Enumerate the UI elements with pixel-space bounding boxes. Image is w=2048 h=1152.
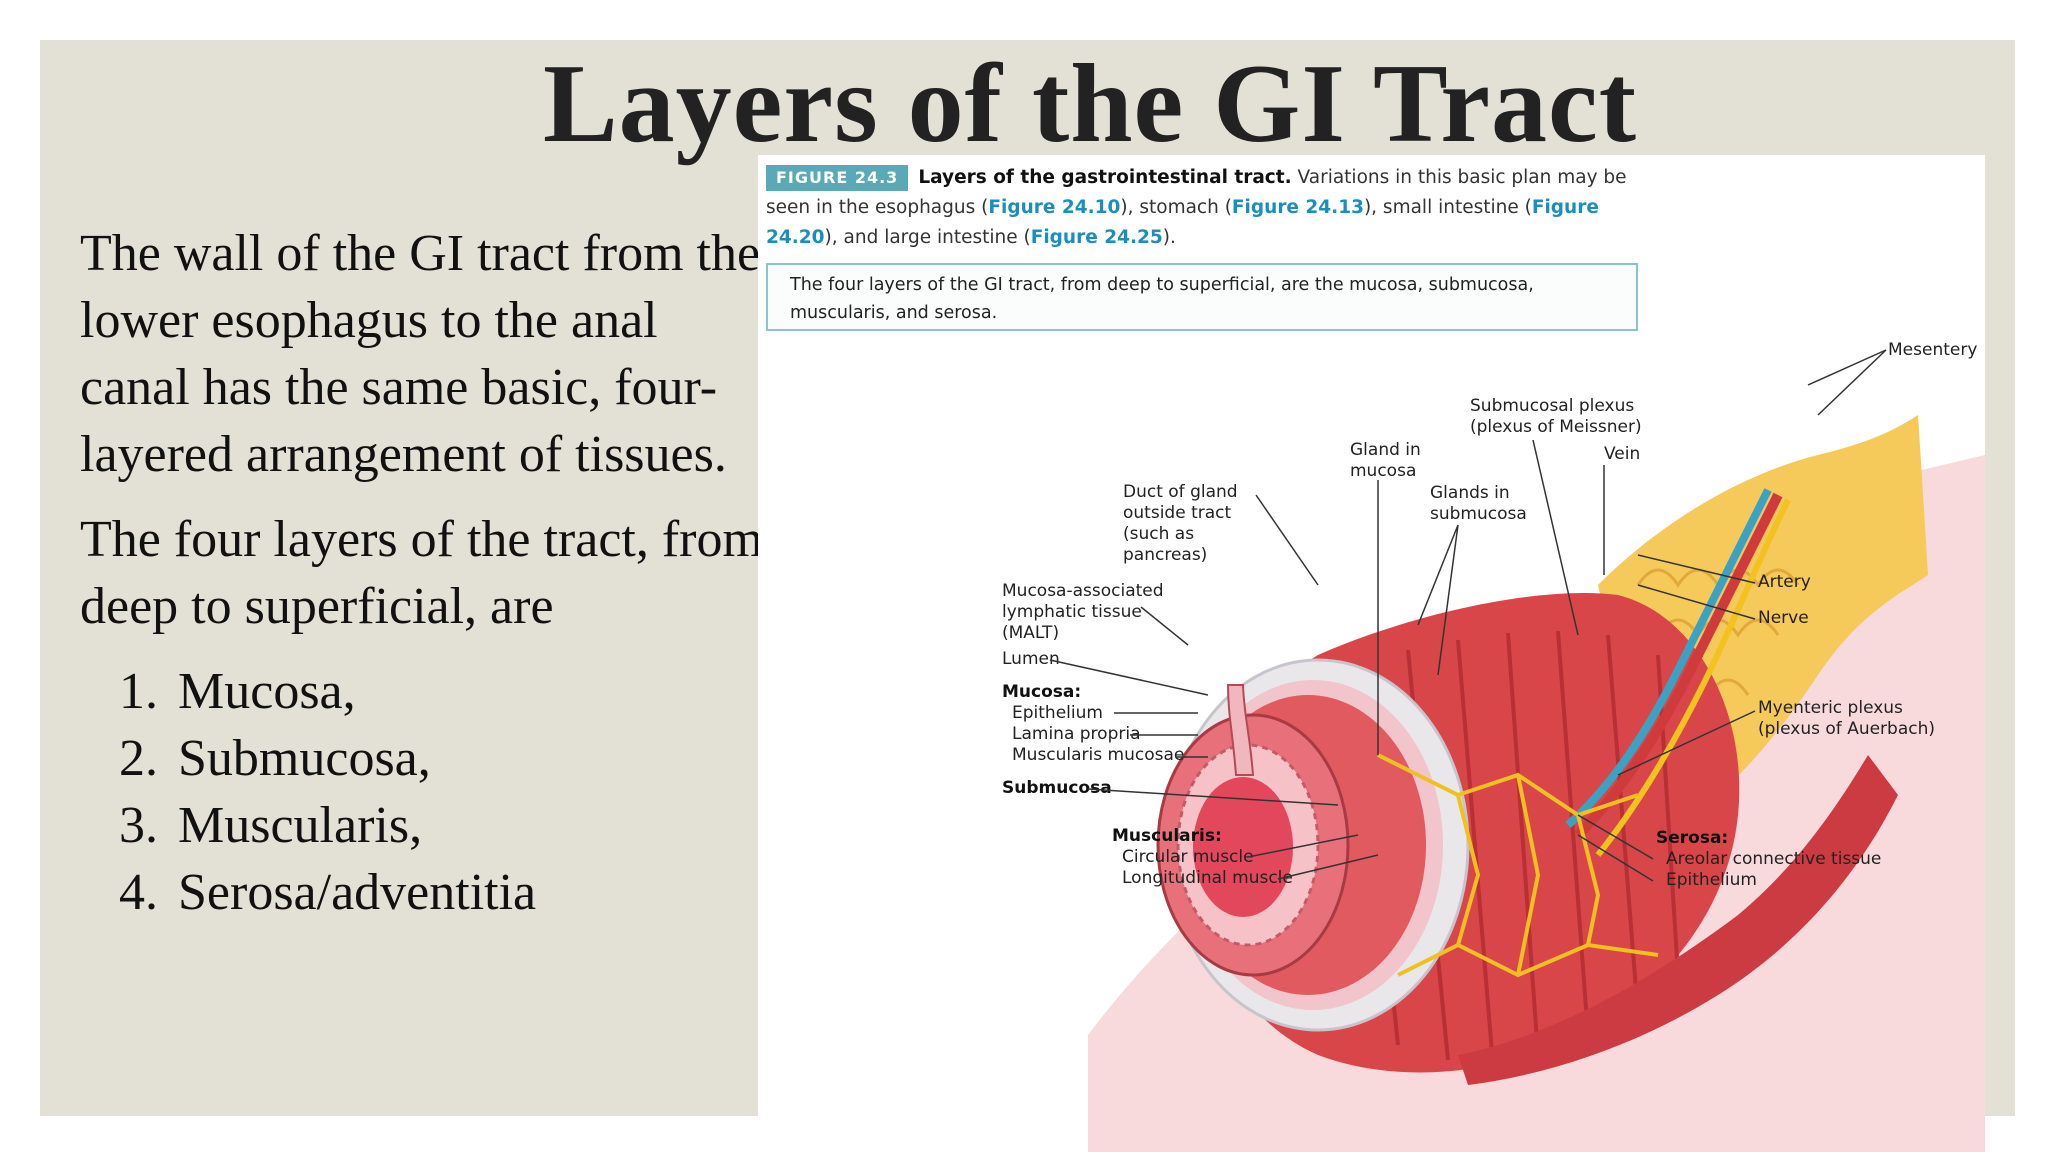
slide-title: Layers of the GI Tract [542, 42, 1638, 166]
list-item: 3.Muscularis, [119, 797, 423, 854]
leader-line [1140, 606, 1189, 646]
leader-lines [1049, 349, 1887, 882]
label-epithelium: Epithelium [1012, 703, 1103, 723]
label-serosa: Serosa: [1656, 828, 1728, 848]
paragraph-four-layers: The four layers of the tract, from deep … [80, 511, 763, 635]
figure-link[interactable]: Figure 24.25 [1030, 227, 1163, 248]
label-nerve: Nerve [1758, 608, 1809, 628]
label-mucosa: Mucosa: [1002, 682, 1081, 702]
label-muscularis: Muscularis: [1112, 826, 1222, 846]
figure-badge: FIGURE 24.3 [766, 165, 909, 191]
label-malt: lymphatic tissue [1002, 602, 1142, 622]
label-submucosal-plexus: Submucosal plexus [1470, 396, 1634, 416]
tract-lower-band [1458, 755, 1898, 1085]
label-vein: Vein [1604, 444, 1640, 464]
caption-title: Layers of the gastrointestinal tract. [918, 167, 1292, 188]
label-malt: Mucosa-associated [1002, 581, 1164, 601]
leader-line [1087, 788, 1339, 806]
label-serosa-epithelium: Epithelium [1666, 870, 1757, 890]
artery-vessel [1574, 492, 1783, 839]
leader-line [1637, 554, 1756, 584]
layers-list: 1.Mucosa, 2.Submucosa, 3.Muscularis, 4.S… [80, 658, 780, 926]
nerve-vessel [1595, 498, 1791, 857]
figure-caption: FIGURE 24.3 Layers of the gastrointestina… [766, 165, 1627, 248]
label-myenteric-plexus: Myenteric plexus [1758, 698, 1903, 718]
label-areolar-tissue: Areolar connective tissue [1666, 849, 1881, 869]
label-gland-mucosa: mucosa [1350, 461, 1416, 481]
leader-line [1577, 814, 1654, 882]
leader-line [1255, 494, 1319, 586]
figure-link[interactable]: Figure 24.10 [988, 197, 1121, 218]
leader-line [1049, 659, 1209, 696]
leader-line [1807, 349, 1887, 416]
figure-summary-box: The four layers of the GI tract, from de… [766, 263, 1638, 331]
label-duct: outside tract [1123, 503, 1231, 523]
figure-link[interactable]: Figure 24.13 [1231, 197, 1364, 218]
leader-line [1532, 439, 1579, 636]
label-submucosa: Submucosa [1002, 778, 1112, 798]
label-mesentery: Mesentery [1888, 340, 1977, 360]
label-gland-mucosa: Gland in [1350, 440, 1421, 460]
nerve-plexus [1377, 753, 1659, 978]
paragraph-wall: The wall of the GI tract from the lower … [80, 225, 761, 483]
label-duct: pancreas) [1123, 545, 1207, 565]
gi-tract-illustration: Mesentery Submucosal plexus (plexus of M… [1002, 340, 1985, 1152]
leader-line [1417, 524, 1459, 676]
figure-link[interactable]: Figure 24.20 [766, 197, 1599, 248]
body-text: The wall of the GI tract from the lower … [80, 220, 780, 926]
figure-panel: FIGURE 24.3 Layers of the gastrointestina… [758, 155, 1985, 1152]
vein-vessel [1565, 488, 1772, 828]
label-glands-submucosa: Glands in [1430, 483, 1510, 503]
leader-line [1617, 710, 1756, 776]
label-myenteric-plexus: (plexus of Auerbach) [1758, 719, 1935, 739]
leader-line [1277, 854, 1379, 880]
gland-duct [1226, 684, 1255, 776]
label-submucosal-plexus: (plexus of Meissner) [1470, 417, 1642, 437]
label-lamina-propria: Lamina propria [1012, 724, 1141, 744]
label-lumen: Lumen [1002, 649, 1060, 669]
list-item: 2.Submucosa, [119, 730, 431, 787]
list-item: 4.Serosa/adventitia [119, 864, 537, 921]
label-circular-muscle: Circular muscle [1122, 847, 1254, 867]
label-duct: Duct of gland [1123, 482, 1238, 502]
list-item: 1.Mucosa, [119, 663, 356, 720]
label-muscularis-mucosae: Muscularis mucosae [1012, 745, 1184, 765]
leader-line [1247, 834, 1359, 858]
leader-line [1637, 584, 1756, 620]
label-duct: (such as [1123, 524, 1194, 544]
label-longitudinal-muscle: Longitudinal muscle [1122, 868, 1293, 888]
label-malt: (MALT) [1002, 623, 1059, 643]
label-glands-submucosa: submucosa [1430, 504, 1527, 524]
lumen [1193, 777, 1293, 917]
label-artery: Artery [1758, 572, 1811, 592]
